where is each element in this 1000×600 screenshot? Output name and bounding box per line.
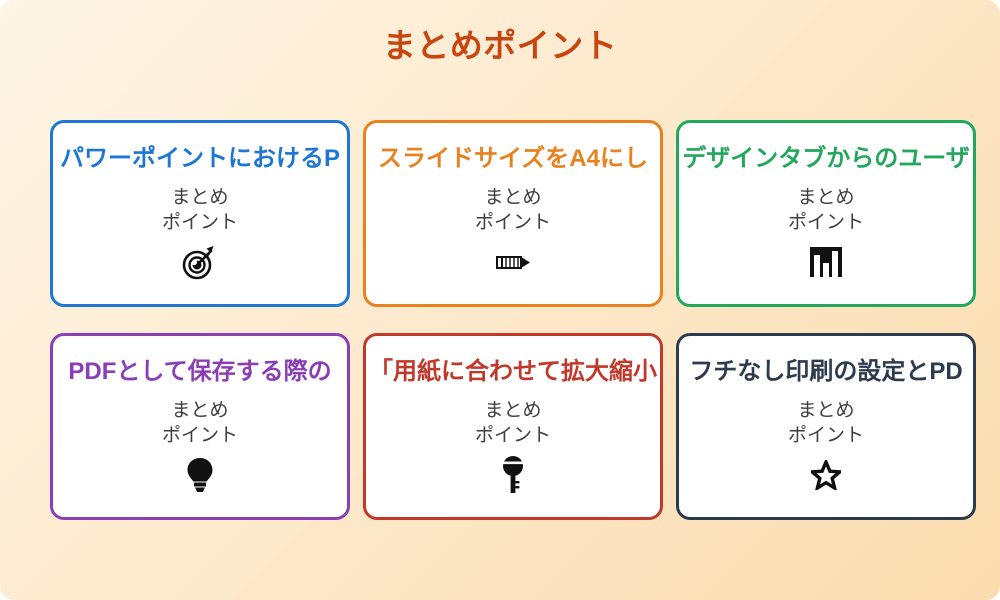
- card-title: フチなし印刷の設定とPD: [689, 358, 963, 385]
- card-title: スライドサイズをA4にし: [378, 145, 648, 172]
- page-title: まとめポイント: [382, 27, 618, 64]
- card-body: まとめ ポイント: [162, 398, 238, 449]
- bar-chart-icon: [808, 240, 844, 284]
- card-body: まとめ ポイント: [788, 185, 864, 236]
- pencil-icon: [492, 240, 534, 284]
- lightbulb-icon: [185, 453, 215, 497]
- card-body: まとめ ポイント: [788, 398, 864, 449]
- card-title: デザインタブからのユーザ: [682, 145, 970, 172]
- card-body: まとめ ポイント: [162, 185, 238, 236]
- card-body: まとめ ポイント: [475, 398, 551, 449]
- summary-card-grid: パワーポイントにおけるP まとめ ポイント スライドサイズをA4にし: [50, 120, 976, 520]
- card-body-line-2: ポイント: [161, 212, 238, 234]
- card-body-line-2: ポイント: [474, 425, 551, 447]
- key-icon: [500, 453, 526, 497]
- card-title: PDFとして保存する際の: [68, 358, 332, 385]
- card-body-line-1: まとめ: [797, 399, 855, 421]
- summary-card[interactable]: フチなし印刷の設定とPD まとめ ポイント: [676, 333, 976, 520]
- card-body: まとめ ポイント: [475, 185, 551, 236]
- card-title: 「用紙に合わせて拡大縮小: [369, 358, 657, 385]
- summary-card[interactable]: PDFとして保存する際の まとめ ポイント: [50, 333, 350, 520]
- star-icon: [811, 453, 841, 497]
- card-body-line-2: ポイント: [474, 212, 551, 234]
- card-body-line-1: まとめ: [171, 399, 229, 421]
- card-body-line-2: ポイント: [161, 425, 238, 447]
- card-body-line-1: まとめ: [797, 186, 855, 208]
- summary-card[interactable]: デザインタブからのユーザ まとめ ポイント: [676, 120, 976, 307]
- card-body-line-1: まとめ: [484, 186, 542, 208]
- target-icon: [180, 240, 220, 284]
- card-body-line-2: ポイント: [787, 425, 864, 447]
- card-body-line-1: まとめ: [484, 399, 542, 421]
- summary-card[interactable]: パワーポイントにおけるP まとめ ポイント: [50, 120, 350, 307]
- summary-card[interactable]: 「用紙に合わせて拡大縮小 まとめ ポイント: [363, 333, 663, 520]
- card-title: パワーポイントにおけるP: [59, 145, 340, 172]
- summary-card[interactable]: スライドサイズをA4にし まとめ ポイント: [363, 120, 663, 307]
- card-body-line-1: まとめ: [171, 186, 229, 208]
- card-body-line-2: ポイント: [787, 212, 864, 234]
